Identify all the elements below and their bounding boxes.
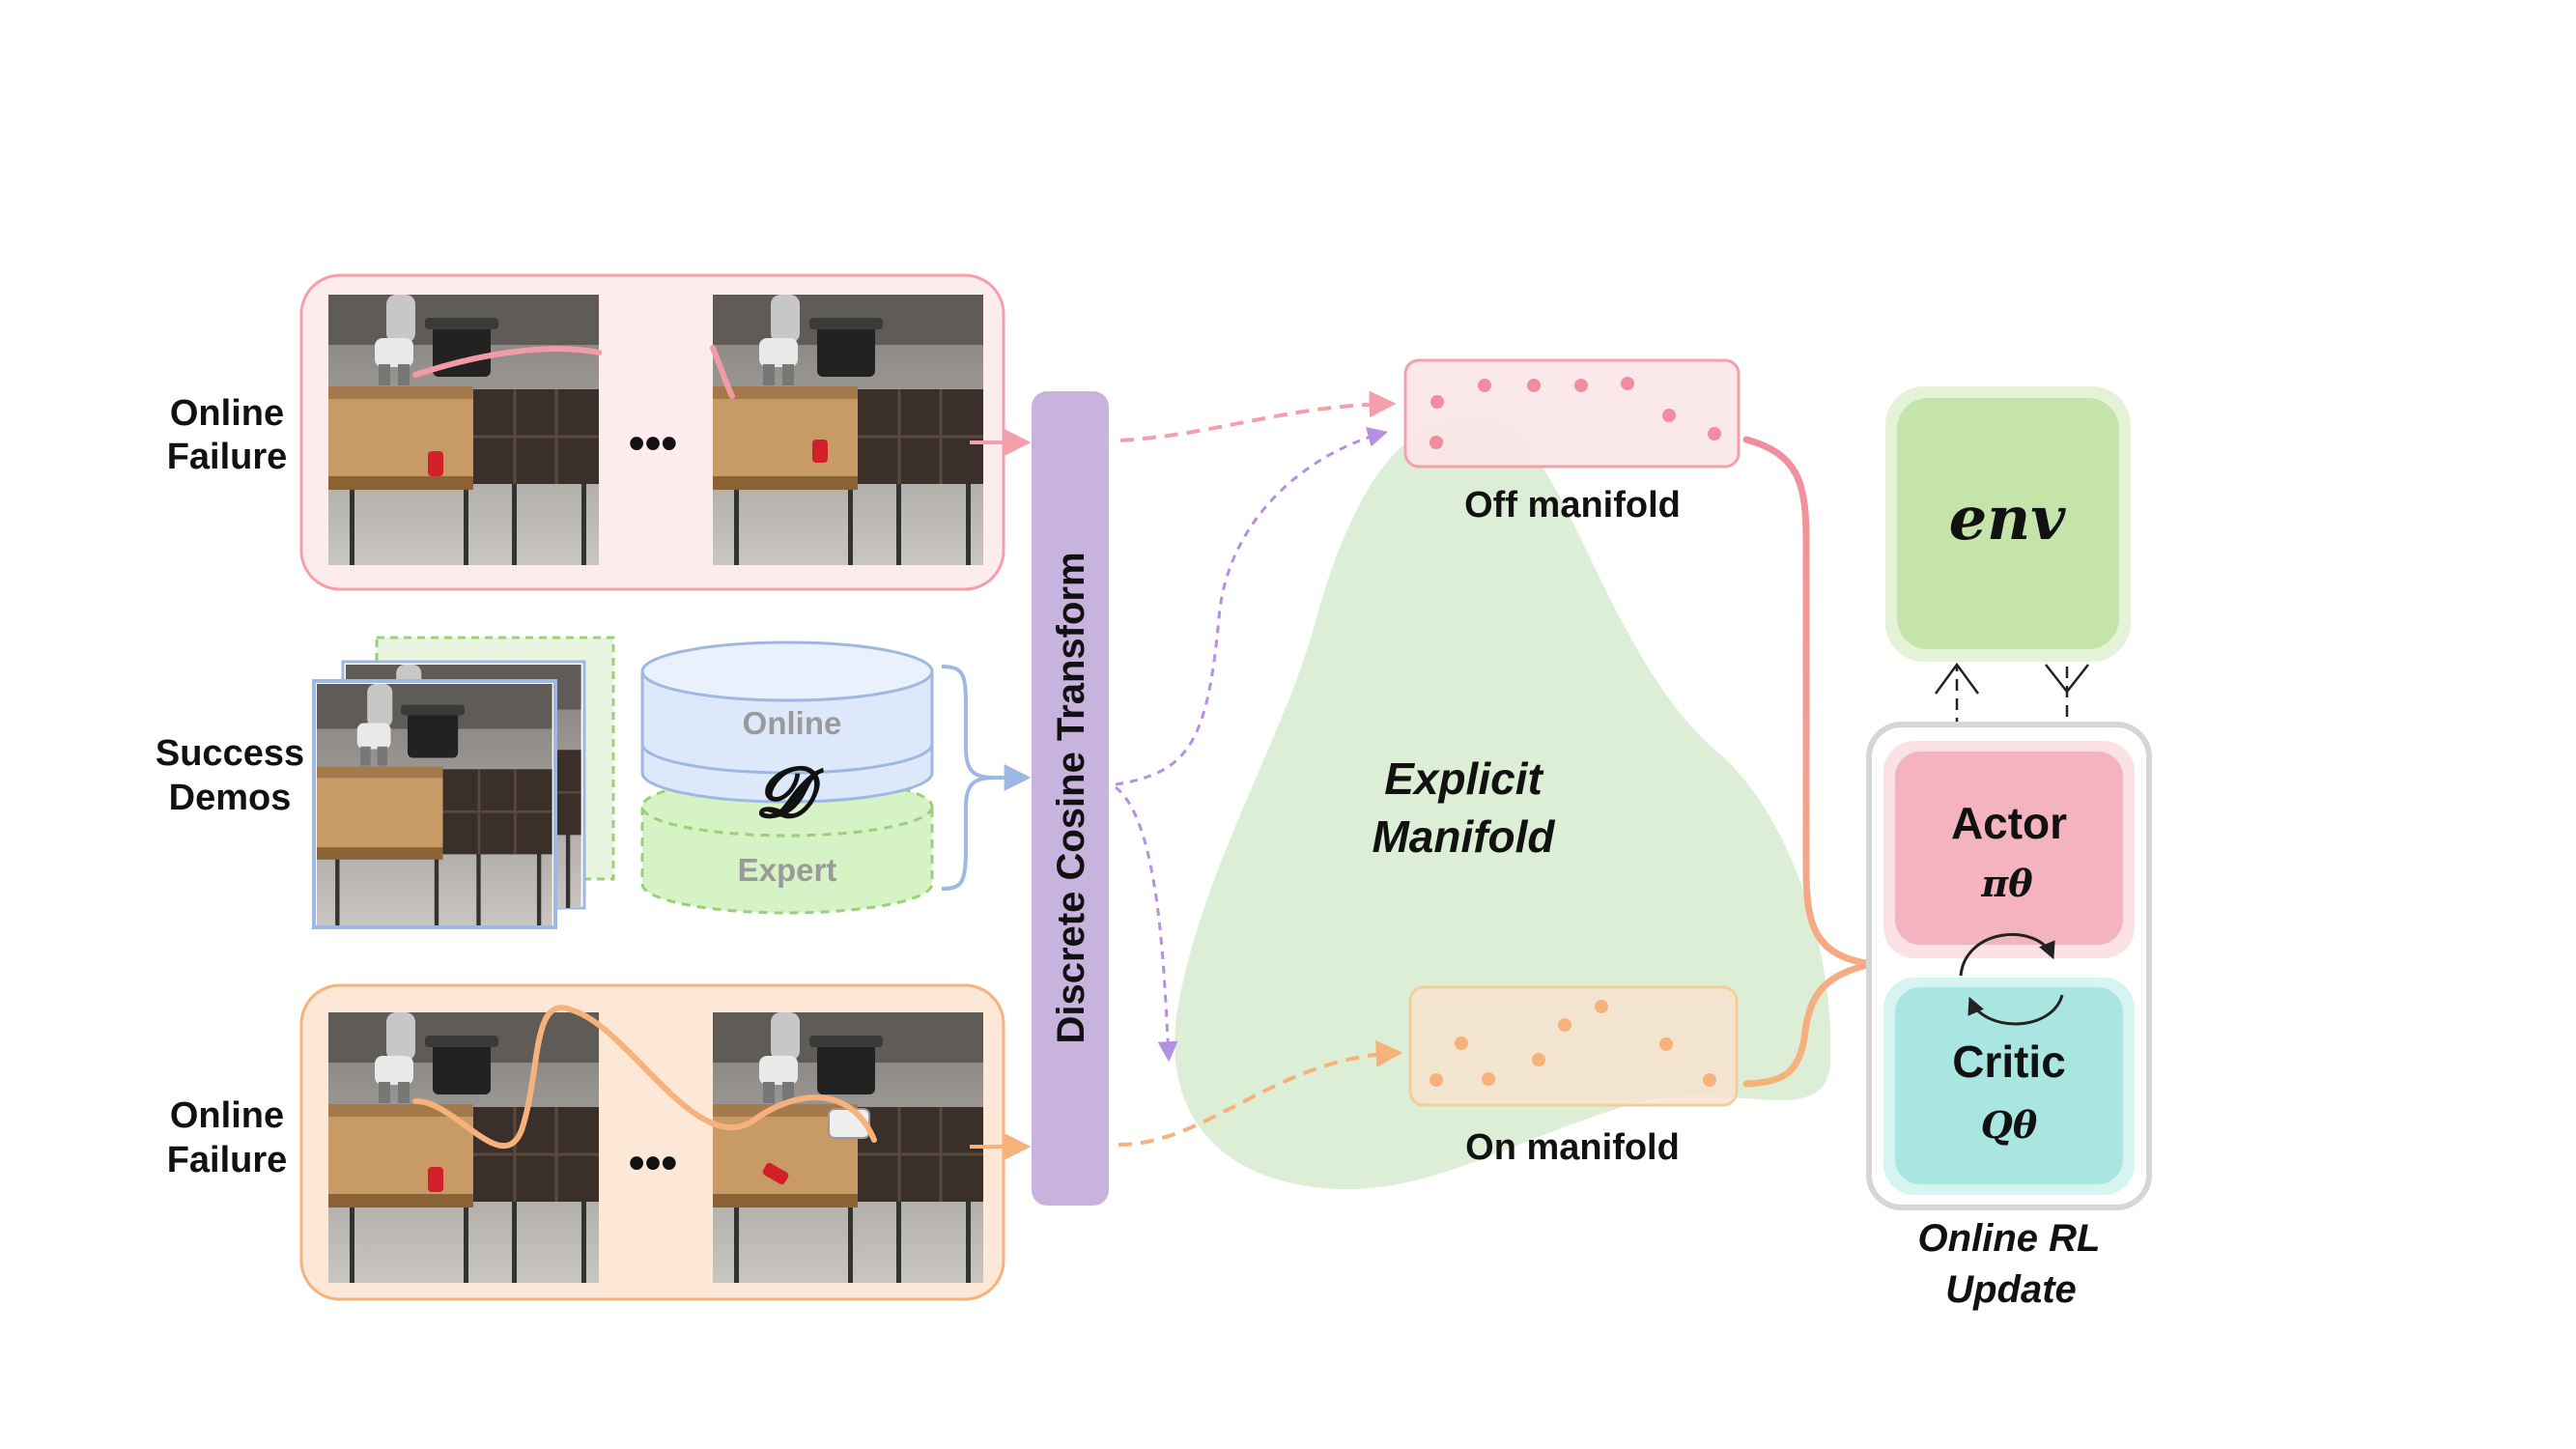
ellipsis-top: ••• <box>629 418 677 469</box>
on-manifold-box <box>1408 985 1739 1107</box>
svg-text:Success: Success <box>156 733 304 774</box>
failure-bottom-frame-start <box>326 1010 601 1285</box>
critic-box: Critic Qθ <box>1883 978 2135 1195</box>
svg-text:Online RL: Online RL <box>1918 1217 2101 1260</box>
svg-text:Online: Online <box>170 393 284 434</box>
on-manifold-label: On manifold <box>1465 1127 1680 1168</box>
actor-critic-cycle-icon <box>1959 933 2064 1026</box>
svg-text:Manifold: Manifold <box>1372 811 1555 862</box>
svg-text:•••: ••• <box>629 1138 677 1189</box>
off-manifold-box <box>1403 358 1741 469</box>
critic-symbol: Qθ <box>1981 1103 2038 1147</box>
svg-text:Failure: Failure <box>167 437 288 477</box>
buffer-online-label: Online <box>743 705 842 741</box>
actor-box: Actor πθ <box>1883 741 2135 958</box>
svg-text:Online: Online <box>170 1095 284 1136</box>
svg-text:Update: Update <box>1945 1268 2077 1311</box>
actor-label: Actor <box>1951 798 2067 848</box>
critic-label: Critic <box>1952 1037 2066 1087</box>
actor-symbol: πθ <box>1980 862 2033 905</box>
success-demos-stack <box>312 636 615 929</box>
online-rl-caption: Online RL Update <box>1918 1217 2101 1311</box>
online-failure-bottom-label: Online Failure <box>167 1095 288 1180</box>
ellipsis-bottom: ••• <box>629 1138 677 1189</box>
off-manifold-label: Off manifold <box>1464 485 1681 526</box>
failure-top-frame-end <box>710 293 985 567</box>
dct-bar: Discrete Cosine Transform <box>1032 391 1109 1206</box>
success-demo-frame <box>312 679 557 929</box>
failure-bottom-frame-end <box>711 1010 985 1285</box>
env-label: env <box>1949 483 2067 554</box>
replay-buffer-cylinder: Online 𝓓 Expert <box>640 640 1032 915</box>
rl-merge-curve <box>1742 436 1873 1088</box>
svg-text:Demos: Demos <box>169 778 292 818</box>
env-box: env <box>1885 386 2131 662</box>
buffer-expert-label: Expert <box>738 852 837 888</box>
online-failure-bottom-panel: ••• <box>299 983 1005 1301</box>
svg-text:Failure: Failure <box>167 1140 288 1180</box>
dct-label: Discrete Cosine Transform <box>1050 552 1092 1043</box>
explicit-manifold-label: Explicit Manifold <box>1372 753 1555 862</box>
failure-top-frame-start <box>326 293 602 567</box>
online-failure-top-panel: ••• <box>299 273 1005 591</box>
svg-text:•••: ••• <box>629 418 677 469</box>
env-actor-arrows <box>1934 662 2089 729</box>
svg-text:Explicit: Explicit <box>1384 753 1543 804</box>
success-demos-label: Success Demos <box>156 733 304 818</box>
online-failure-top-label: Online Failure <box>167 393 288 477</box>
